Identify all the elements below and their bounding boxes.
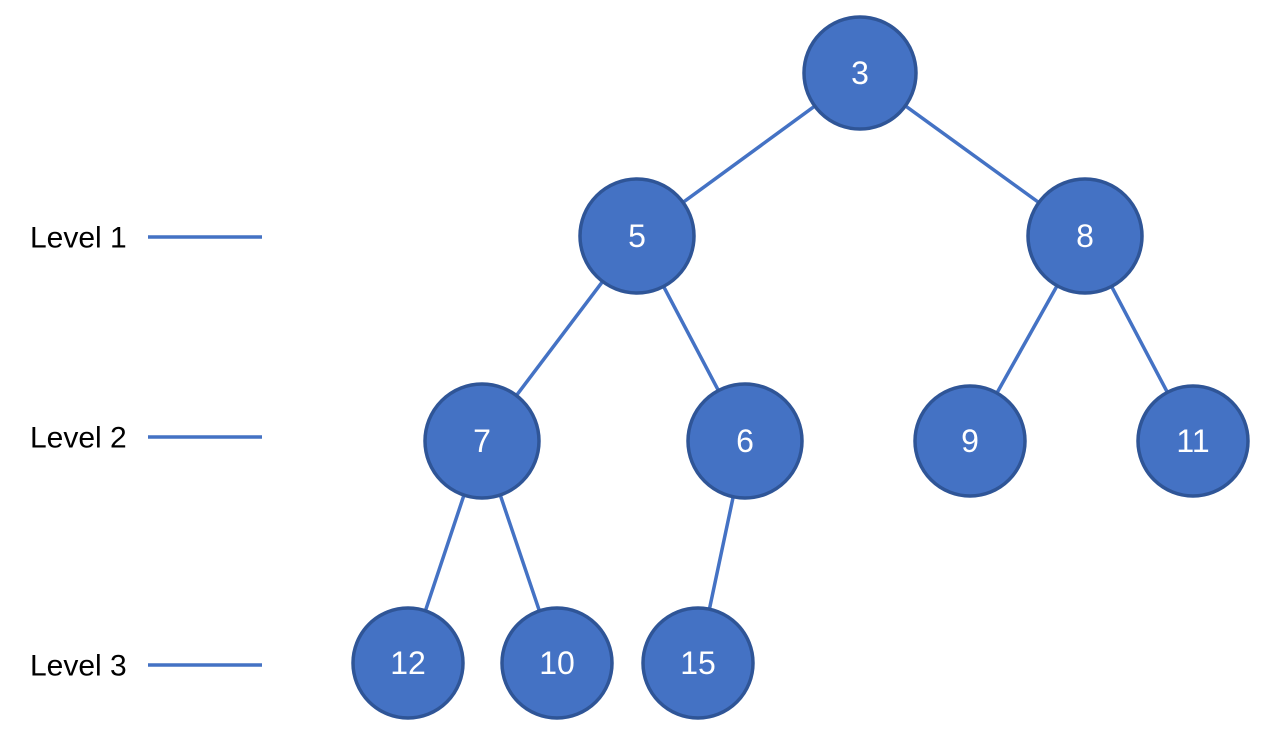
level-label-1: Level 1 [30, 222, 127, 255]
tree-node-circle-11 [1136, 384, 1250, 498]
tree-node-5: 5 [578, 177, 696, 295]
level-label-3: Level 3 [30, 650, 127, 683]
tree-node-value-8: 8 [1076, 218, 1094, 254]
tree-node-8: 8 [1026, 177, 1144, 295]
tree-node-12: 12 [351, 606, 465, 720]
tree-node-7: 7 [423, 382, 541, 500]
tree-node-value-11: 11 [1176, 423, 1209, 459]
tree-node-circle-3 [802, 15, 918, 131]
tree-node-6: 6 [686, 382, 804, 500]
tree-node-value-3: 3 [851, 55, 869, 91]
tree-node-value-5: 5 [628, 218, 646, 254]
tree-node-15: 15 [641, 606, 755, 720]
tree-node-value-6: 6 [736, 423, 754, 459]
tree-node-3: 3 [802, 15, 918, 131]
tree-node-11: 11 [1136, 384, 1250, 498]
tree-node-10: 10 [500, 606, 614, 720]
tree-node-circle-7 [423, 382, 541, 500]
tree-node-circle-12 [351, 606, 465, 720]
tree-node-value-9: 9 [961, 423, 979, 459]
tree-node-value-10: 10 [539, 645, 575, 681]
level-label-2: Level 2 [30, 422, 127, 455]
tree-node-circle-10 [500, 606, 614, 720]
tree-node-circle-6 [686, 382, 804, 500]
tree-node-value-15: 15 [680, 645, 716, 681]
tree-node-circle-15 [641, 606, 755, 720]
tree-node-circle-8 [1026, 177, 1144, 295]
tree-node-circle-5 [578, 177, 696, 295]
tree-node-9: 9 [913, 384, 1027, 498]
tree-node-value-7: 7 [473, 423, 491, 459]
tree-node-circle-9 [913, 384, 1027, 498]
tree-node-value-12: 12 [390, 645, 426, 681]
